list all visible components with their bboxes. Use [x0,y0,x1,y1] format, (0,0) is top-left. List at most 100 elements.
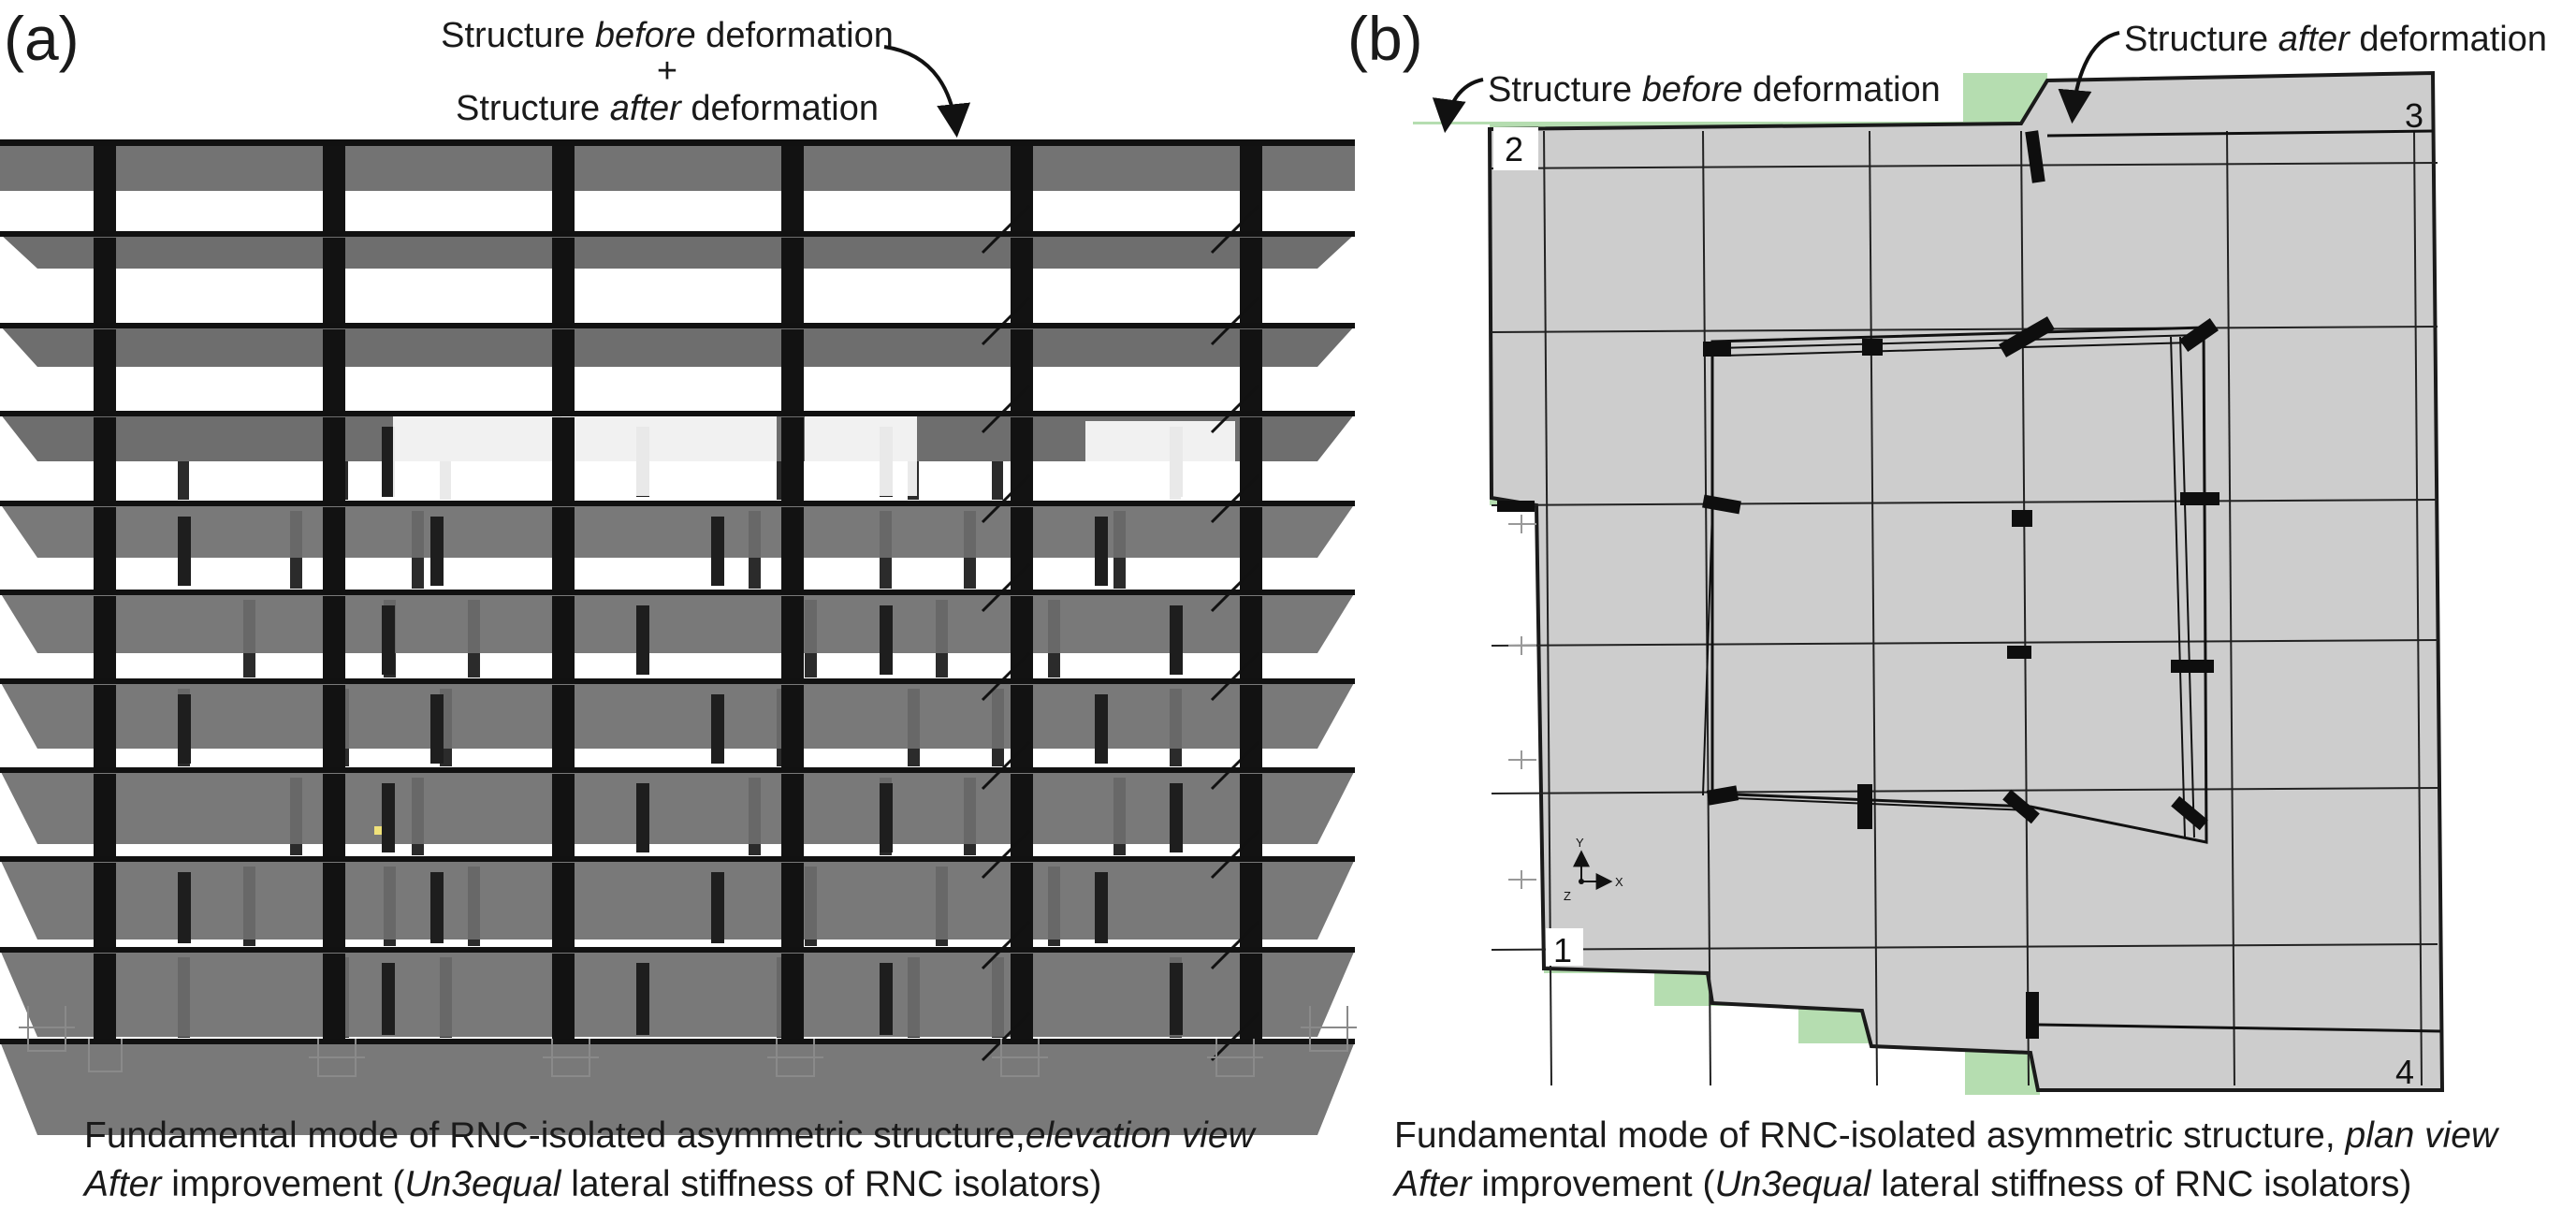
caption-a: Fundamental mode of RNC-isolated asymmet… [84,1112,1255,1209]
deformation-tie [981,651,1031,702]
plan-column [2179,317,2219,353]
floor-slab [0,234,1355,269]
plan-core-frame [1702,326,2208,844]
front-column-top [1240,863,1262,947]
floor-slab [0,770,1355,844]
interior-column [178,694,191,764]
interior-column [636,783,649,852]
front-column-top [552,417,575,501]
floor-slab [0,326,1355,367]
panel-b: (b) 2 3 [1347,4,2547,1095]
interior-column [382,783,395,852]
front-column-top [781,507,804,590]
front-column-top [323,685,345,767]
front-column-top [1011,685,1033,767]
deformation-tie [1210,829,1260,880]
isolator-sketch [543,1039,599,1077]
plan-column [2012,510,2032,527]
deformation-tie [981,562,1031,613]
annotation-before-b: Structure before deformation [1488,70,1941,109]
front-column-top [552,596,575,678]
front-column-top [1240,774,1262,856]
isolator-tick [1508,870,1536,889]
front-column-top [1240,507,1262,590]
front-column-top [323,417,345,501]
front-column-top [1240,146,1262,231]
front-column-top [552,238,575,323]
annotation-after-line: Structure after deformation [456,89,879,128]
deformation-tie [1210,920,1260,970]
deformation-tie [1210,651,1260,702]
annotation-arrow-a [883,45,971,138]
slab-edge-top [0,1039,1355,1044]
front-column-top [1240,238,1262,323]
caption-a-line1: Fundamental mode of RNC-isolated asymmet… [84,1115,1255,1156]
rim-line [2037,1023,2441,1033]
corner-label-2: 2 [1505,130,1523,168]
slab-edge-top [0,323,1355,328]
isolator-sketch [767,1039,823,1077]
isolator-sketch [309,1039,365,1077]
axis-x-label: X [1615,875,1623,889]
annotation-arrow-before [1432,78,1484,134]
front-column-top [94,596,116,678]
annotation-plus: + [657,51,677,91]
front-column-top [1011,507,1033,590]
front-column-top [1240,954,1262,1039]
floor-slab [0,859,1355,940]
front-column-top [323,596,345,678]
front-column-top [94,507,116,590]
front-column-top [94,954,116,1039]
isolator-tick [1508,636,1536,655]
interior-column [178,517,191,586]
floor-slab [0,503,1355,558]
front-column-top [552,863,575,947]
front-column-top [781,417,804,501]
deformation-tie [1210,562,1260,613]
core-inner-line [2170,336,2186,838]
plan-column [1703,342,1731,357]
interior-column [382,605,395,675]
slab-edge-top [0,678,1355,684]
front-column-top [1011,863,1033,947]
deformation-tie [1210,384,1260,434]
opening [561,412,777,496]
grid-line-vertical [2020,130,2030,1086]
interior-column [1095,872,1108,943]
roof-slab-band [0,144,1355,191]
front-column-top [94,685,116,767]
slab-edge-top [0,856,1355,862]
core-inner-line [1702,509,1713,796]
front-column-top [781,238,804,323]
elevation-structure [0,139,1355,1135]
grid-line-vertical [2413,130,2423,1086]
interior-column [880,963,893,1035]
highlight-node [374,826,382,835]
interior-column [1095,517,1108,586]
grid-line-horizontal [1491,787,2438,794]
deformation-tie [1210,473,1260,524]
deformation-tie [981,740,1031,791]
deformation-tie [981,1012,1031,1062]
plan-column [2171,660,2214,673]
plan-column [2002,789,2040,824]
interior-column [382,963,395,1035]
core-inner-line [2179,336,2195,838]
front-column-top [323,507,345,590]
corner-label-bg [1546,928,1583,966]
floor-slab [0,681,1355,749]
front-column-top [1240,417,1262,501]
annotation-arrow-after [2058,31,2120,124]
core-inner-line [1717,334,2200,349]
front-column-top [1011,238,1033,323]
plan-column [1857,784,1872,829]
interior-column [1170,963,1183,1035]
interior-column [880,783,893,852]
plan-grid [1491,129,2441,1086]
deformation-tie [981,384,1031,434]
floor-slab [0,1041,1355,1135]
axis-z-label: Z [1564,889,1571,903]
front-column-top [781,954,804,1039]
z-axis-dot [1579,879,1584,884]
